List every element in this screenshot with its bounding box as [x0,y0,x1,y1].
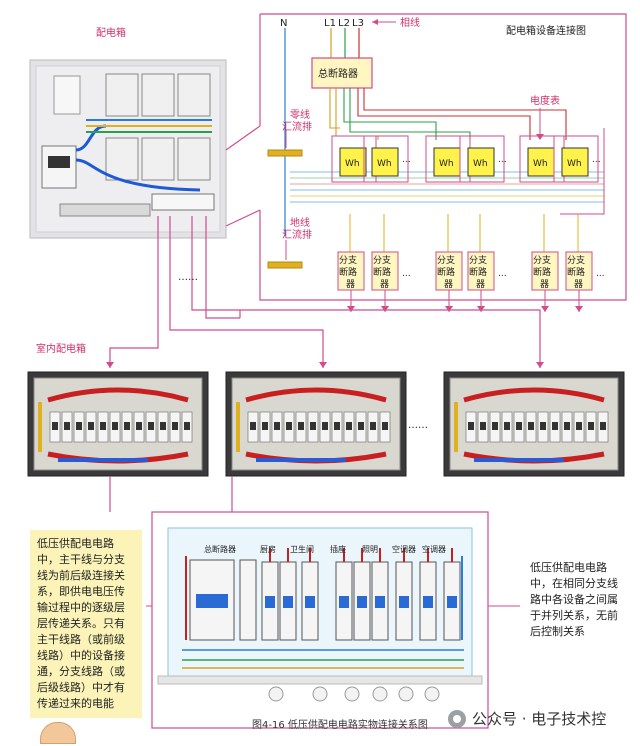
detailed-panel [151,511,489,729]
branch-breaker-box [565,251,593,291]
watermark: 公众号 · 电子技术控 [448,708,606,729]
panel-branch-breaker [443,548,461,641]
terminal-circle [268,686,284,702]
indoor-box-photo [443,371,625,477]
panel-branch-breaker [261,548,279,641]
terminal-circle [344,686,360,702]
meter-box [467,147,495,177]
meter-box [527,147,555,177]
terminal-circle [372,686,388,702]
branch-breaker-box [531,251,559,291]
panel-branch-breaker [335,548,353,641]
panel-branch-breaker [279,548,297,641]
branch-breaker-box [467,251,495,291]
panel-main-breaker [189,559,257,641]
branch-breaker-box [371,251,399,291]
indoor-box-photo [27,371,209,477]
branch-breaker-box [337,251,365,291]
right-note: 低压供配电电路中，在相同分支线路中各设备之间属于并列关系，无前后控制关系 [530,561,618,638]
meter-group [459,135,505,183]
feed-lines [109,216,541,368]
panel-branch-breaker [395,548,413,641]
terminal-circle [312,686,328,702]
indoor-box-photo [225,371,407,477]
meter-box [371,147,399,177]
panel-branch-breaker [353,548,371,641]
meter-group [363,135,409,183]
meter-box [339,147,367,177]
distribution-box-photo [29,59,227,239]
meter-box [561,147,589,177]
figure-caption: 图4-16 低压供配电电路实物连接关系图 [252,720,428,731]
panel-branch-breaker [371,548,389,641]
neutral-bus-bar [267,149,303,157]
wechat-icon [448,709,466,728]
wiring-diagram [225,13,627,312]
left-note: 低压供配电电路中，主干线与分支线为前后级连接关系，即供电电压传输过程中的逐级层层… [30,530,142,718]
panel-branch-breaker [419,548,437,641]
main-breaker-box [311,57,373,89]
ground-bus-bar [267,261,303,269]
branch-breaker-box [435,251,463,291]
meter-box [433,147,461,177]
panel-branch-breaker [301,548,319,641]
terminal-circle [424,686,440,702]
terminal-circle [398,686,414,702]
watermark-text: 公众号 · 电子技术控 [472,710,607,728]
meter-group [553,135,599,183]
